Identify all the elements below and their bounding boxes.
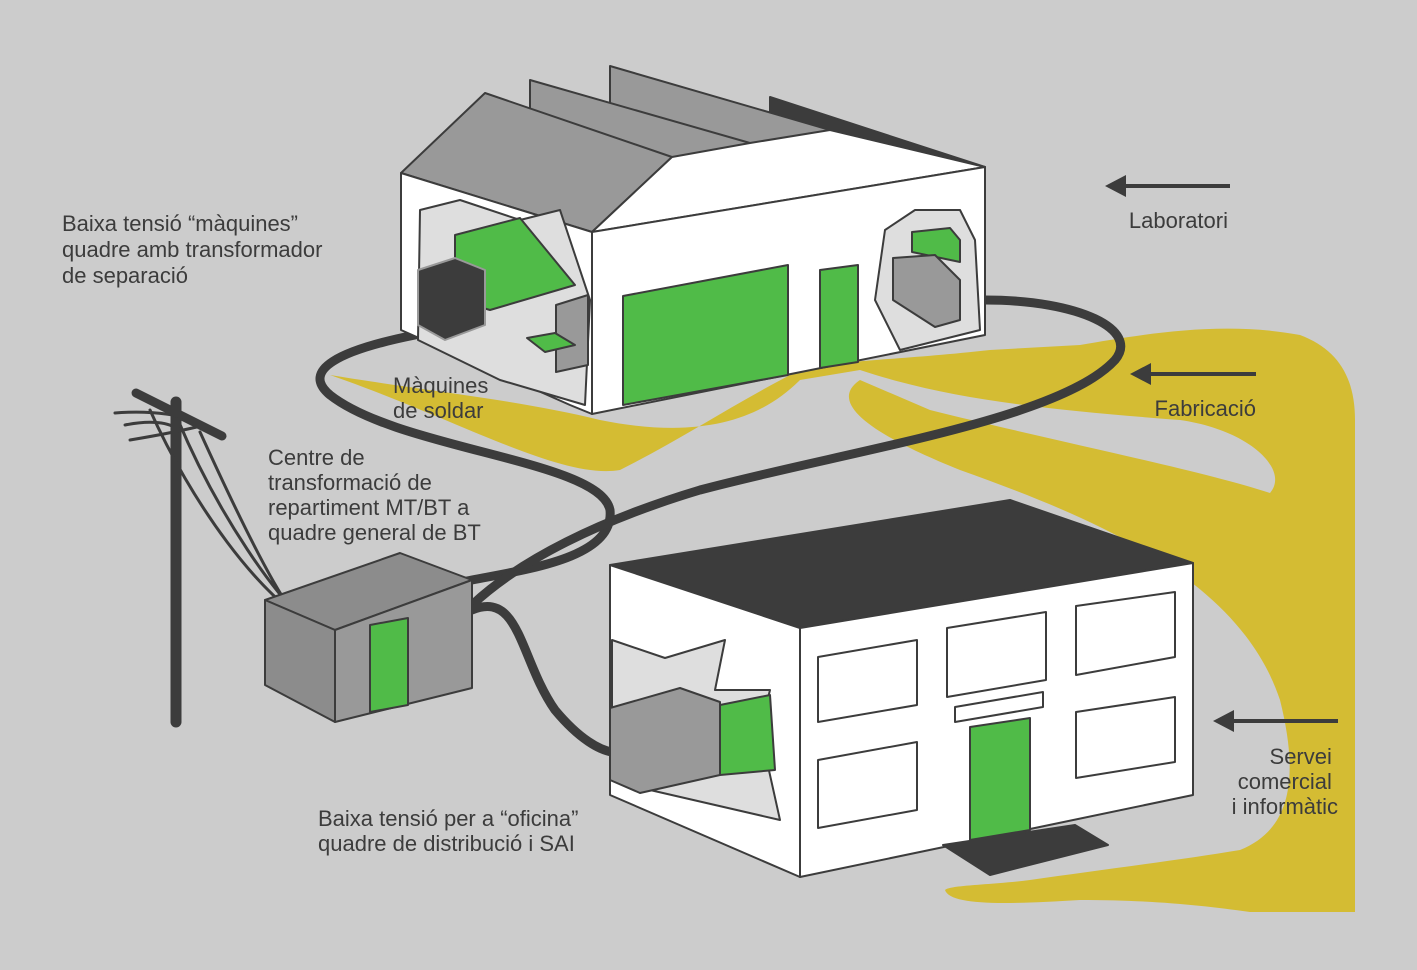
arrow-fabricacio-icon	[1130, 363, 1256, 385]
factory-door-main	[622, 264, 789, 406]
label-maquines-lv: Baixa tensió “màquines” quadre amb trans…	[62, 211, 329, 288]
transformer-centre	[264, 552, 473, 723]
office-building	[609, 499, 1194, 878]
ups-cabinet	[609, 687, 721, 794]
arrows	[1105, 175, 1338, 732]
label-servei: Servei comercial i informàtic	[1232, 744, 1338, 819]
factory-door-small	[819, 264, 859, 369]
label-fabricacio: Fabricació	[1155, 396, 1256, 421]
cable-to-laboratori	[467, 295, 1126, 610]
label-laboratori: Laboratori	[1129, 208, 1228, 233]
transformer-unit	[417, 257, 486, 341]
cable-to-office	[467, 602, 617, 757]
zone-fabricacio	[330, 328, 1355, 912]
office-door	[969, 717, 1031, 841]
arrow-servei-icon	[1213, 710, 1338, 732]
arrow-laboratori-icon	[1105, 175, 1230, 197]
factory-building	[400, 65, 986, 415]
office-doorstep	[942, 824, 1109, 876]
label-oficina: Baixa tensió per a “oficina” quadre de d…	[318, 806, 585, 856]
label-centre-transformacio: Centre de transformació de repartiment M…	[268, 445, 481, 545]
cable-to-factory-left	[315, 330, 615, 587]
cables	[315, 295, 1126, 757]
label-maquines-soldar: Màquines de soldar	[393, 373, 495, 423]
transformer-door	[369, 617, 409, 713]
